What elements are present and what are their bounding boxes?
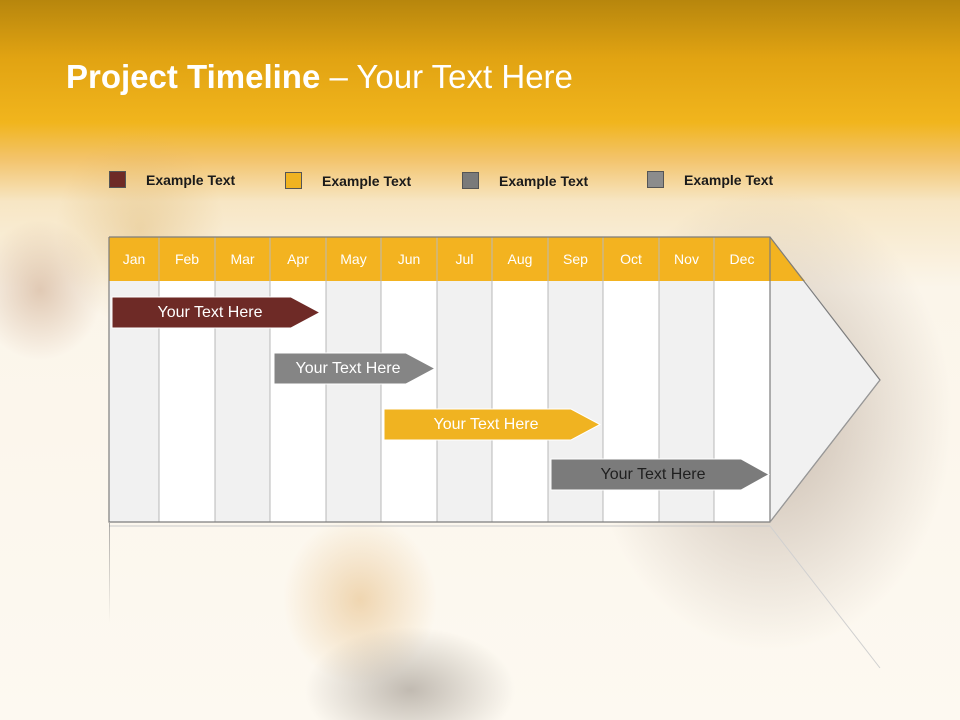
legend-swatch-4 [647,171,664,188]
task-bar-3 [383,408,602,441]
legend-swatch-1 [109,171,126,188]
task-label-4: Your Text Here [600,466,706,483]
month-label-mar: Mar [230,251,255,267]
month-column-jun [381,281,437,522]
timeline-arrow-body [770,281,880,522]
timeline-arrow-edge [769,379,881,523]
task-bar-1 [111,296,322,329]
legend-swatch-2 [285,172,302,189]
legend-label-3: Example Text [499,172,589,189]
month-label-may: May [340,251,367,267]
month-label-aug: Aug [507,251,533,267]
legend-label-1: Example Text [146,171,236,188]
month-label-jan: Jan [122,251,146,267]
month-label-jul: Jul [455,251,474,267]
timeline-reflection-edge [769,525,881,669]
timeline-reflection-left [109,523,110,623]
task-bar-4 [550,458,771,491]
month-label-dec: Dec [729,251,755,267]
task-label-3: Your Text Here [433,416,539,433]
task-bar-2 [273,352,437,385]
legend-label-4: Example Text [684,171,774,188]
month-column-aug [492,281,548,522]
task-label-1: Your Text Here [157,304,263,321]
legend-item-4: Example Text [647,171,773,188]
month-header-band [109,237,805,281]
legend-item-1: Example Text [109,171,235,188]
month-column-jul [437,281,492,522]
legend-swatch-3 [462,172,479,189]
month-label-sep: Sep [563,251,588,267]
legend-item-2: Example Text [285,172,411,189]
slide-title: Project Timeline – Your Text Here [66,58,573,96]
month-label-oct: Oct [620,251,642,267]
month-label-apr: Apr [287,251,309,267]
month-label-nov: Nov [674,251,699,267]
legend-label-2: Example Text [322,172,412,189]
title-rest: – Your Text Here [320,58,573,95]
legend-item-3: Example Text [462,172,588,189]
task-label-2: Your Text Here [295,360,401,377]
title-bold: Project Timeline [66,58,321,95]
month-column-may [326,281,381,522]
month-label-jun: Jun [397,251,421,267]
month-label-feb: Feb [174,251,200,267]
